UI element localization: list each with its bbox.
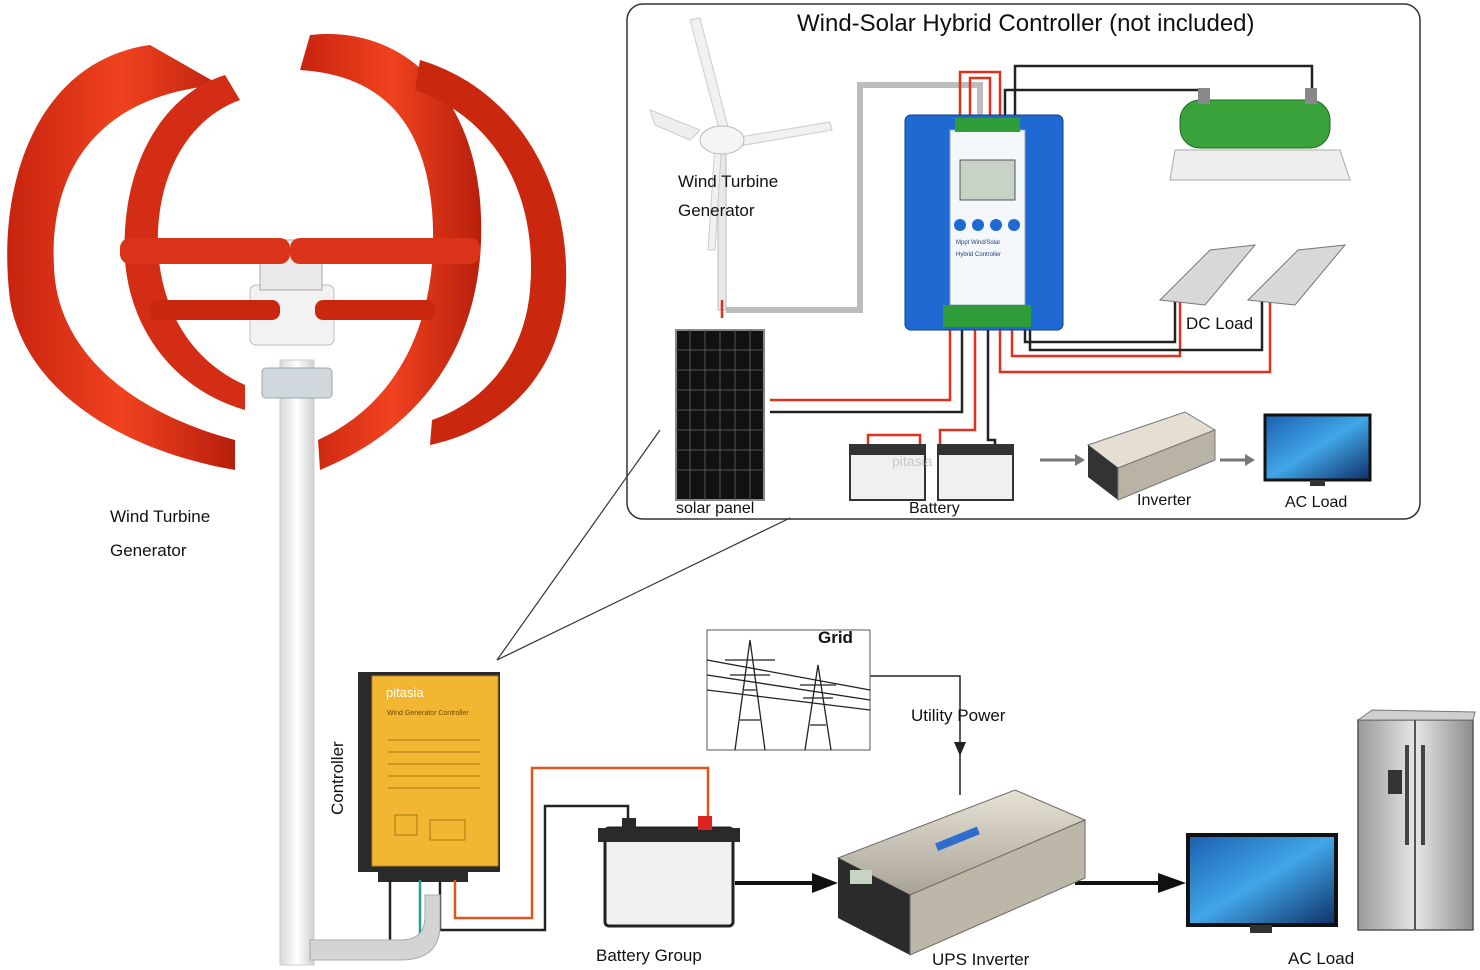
inset-ac-load-label: AC Load: [1285, 494, 1348, 511]
hybrid-controller-icon: [904, 114, 1064, 331]
inset-inverter-label: Inverter: [1137, 492, 1192, 509]
inset-battery-label: Battery: [909, 500, 960, 517]
vertical-turbine-icon: [7, 33, 567, 966]
inverter-icon: [1086, 411, 1217, 501]
grid-label: Grid: [818, 628, 853, 647]
dc-load-label: DC Load: [1186, 314, 1254, 333]
main-wind-turbine-label-2: Generator: [110, 541, 187, 560]
inset-wiring: [720, 64, 1314, 445]
tv-icon: [1263, 413, 1372, 486]
main-ac-load-label: AC Load: [1288, 949, 1355, 968]
hybrid-controller-text-2: Hybrid Controller: [956, 252, 1002, 258]
fridge-icon: [1356, 709, 1476, 931]
ups-inverter-label: UPS Inverter: [932, 950, 1030, 969]
street-light-icon: [1158, 244, 1347, 306]
arrow-icon: [735, 873, 1186, 893]
hybrid-controller-text-1: Mppt Wind/Solar: [956, 240, 1001, 246]
battery-group-label: Battery Group: [596, 946, 702, 965]
solar-panel-icon: [675, 329, 765, 501]
resistor-icon: [1169, 88, 1351, 181]
inset-title: Wind-Solar Hybrid Controller (not includ…: [797, 10, 1255, 37]
solar-panel-label: solar panel: [676, 500, 755, 517]
inset-wind-turbine-label-1: Wind Turbine: [678, 172, 779, 191]
battery-watermark: pitasia: [892, 453, 933, 469]
main-wind-turbine-label-1: Wind Turbine: [110, 507, 211, 526]
arrow-icon: [1040, 454, 1255, 466]
wind-controller-icon: [358, 672, 500, 882]
tv-icon: [1186, 833, 1338, 933]
cable-conduit: [309, 894, 441, 961]
controller-subtitle: Wind Generator Controller: [387, 710, 469, 717]
inset-wind-turbine-label-2: Generator: [678, 201, 755, 220]
battery-group-icon: [598, 816, 740, 928]
controller-brand: pitasia: [386, 685, 424, 700]
battery-icon: [849, 444, 1014, 501]
controller-vertical-label: Controller: [328, 741, 347, 815]
small-wind-turbine-icon: [649, 17, 833, 311]
pylon-icon: [706, 629, 871, 751]
utility-power-label: Utility Power: [911, 706, 1006, 725]
ups-inverter-icon: [836, 789, 1087, 956]
